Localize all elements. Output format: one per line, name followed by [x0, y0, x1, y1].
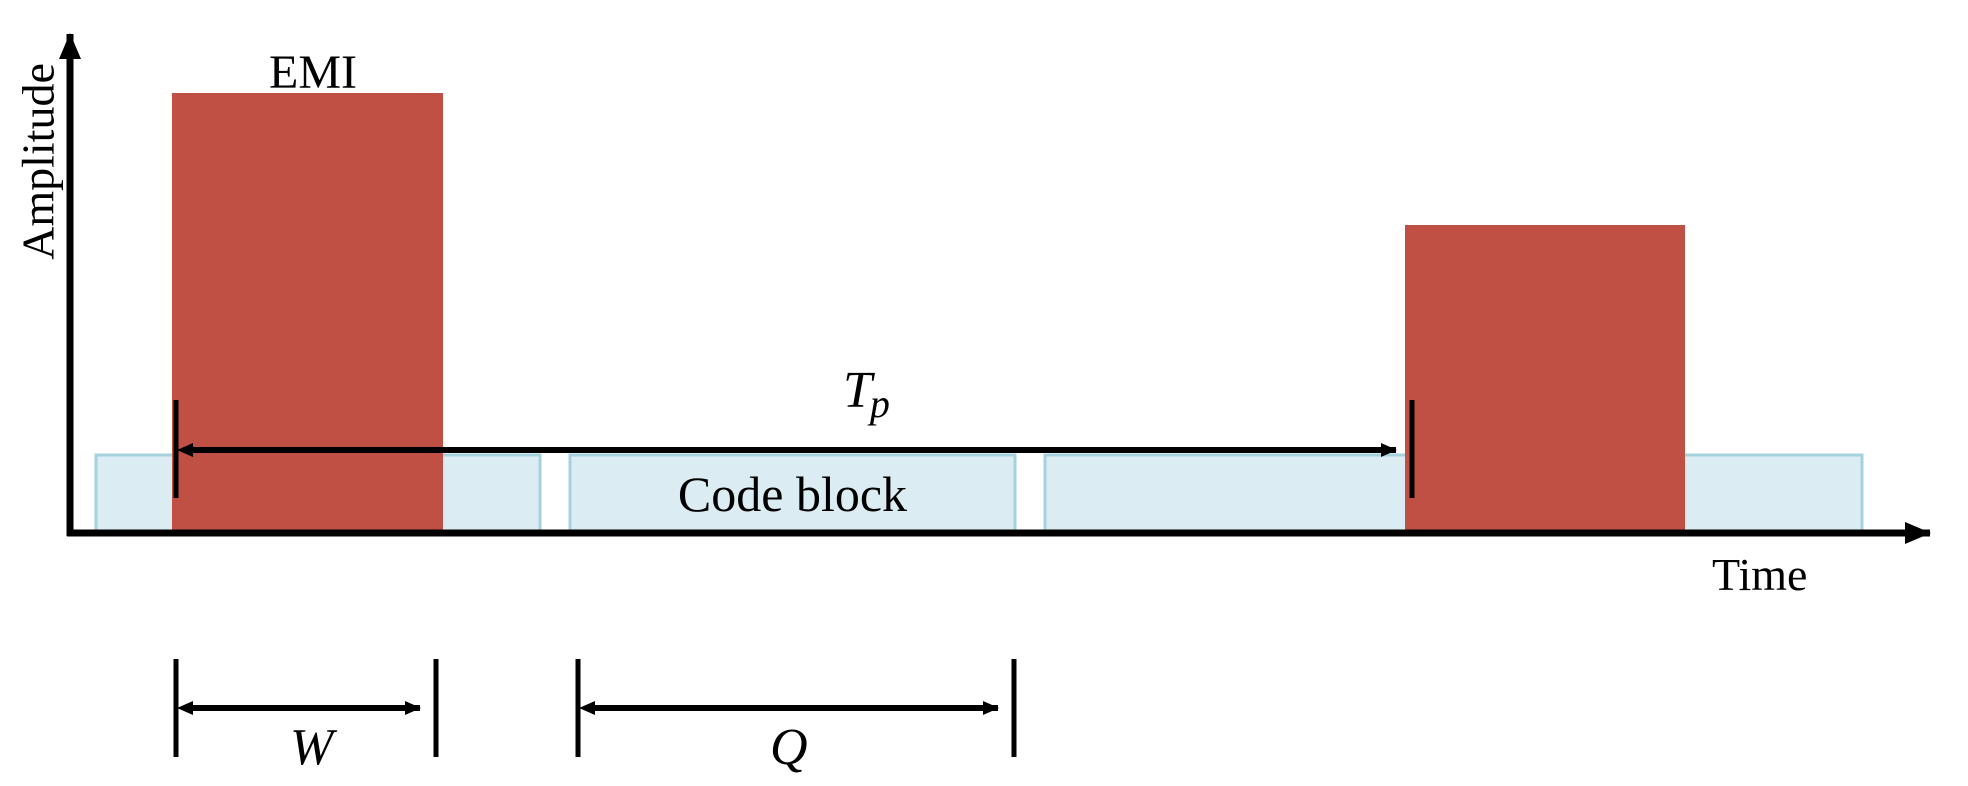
axis-group	[59, 33, 1931, 544]
q-measure-label: Q	[770, 719, 808, 776]
tp-measure-label: Tp	[843, 361, 892, 426]
emi-pulse-2[interactable]	[1405, 225, 1685, 533]
emi-pulse-1[interactable]	[172, 93, 443, 533]
w-measure-label: W	[290, 719, 334, 776]
tp-label-sub: p	[869, 381, 890, 426]
x-axis-label: Time	[1712, 549, 1808, 600]
code-block-label: Code block	[677, 466, 908, 522]
emi-label: EMI	[269, 46, 357, 99]
emi-pulse-group	[172, 93, 1685, 533]
y-axis-label: Amplitude	[12, 63, 64, 260]
tp-label-base: T	[843, 362, 872, 419]
tp-measure	[173, 400, 1415, 498]
w-measure	[173, 659, 439, 757]
code-block-2[interactable]	[568, 453, 1017, 535]
q-measure	[575, 659, 1017, 757]
